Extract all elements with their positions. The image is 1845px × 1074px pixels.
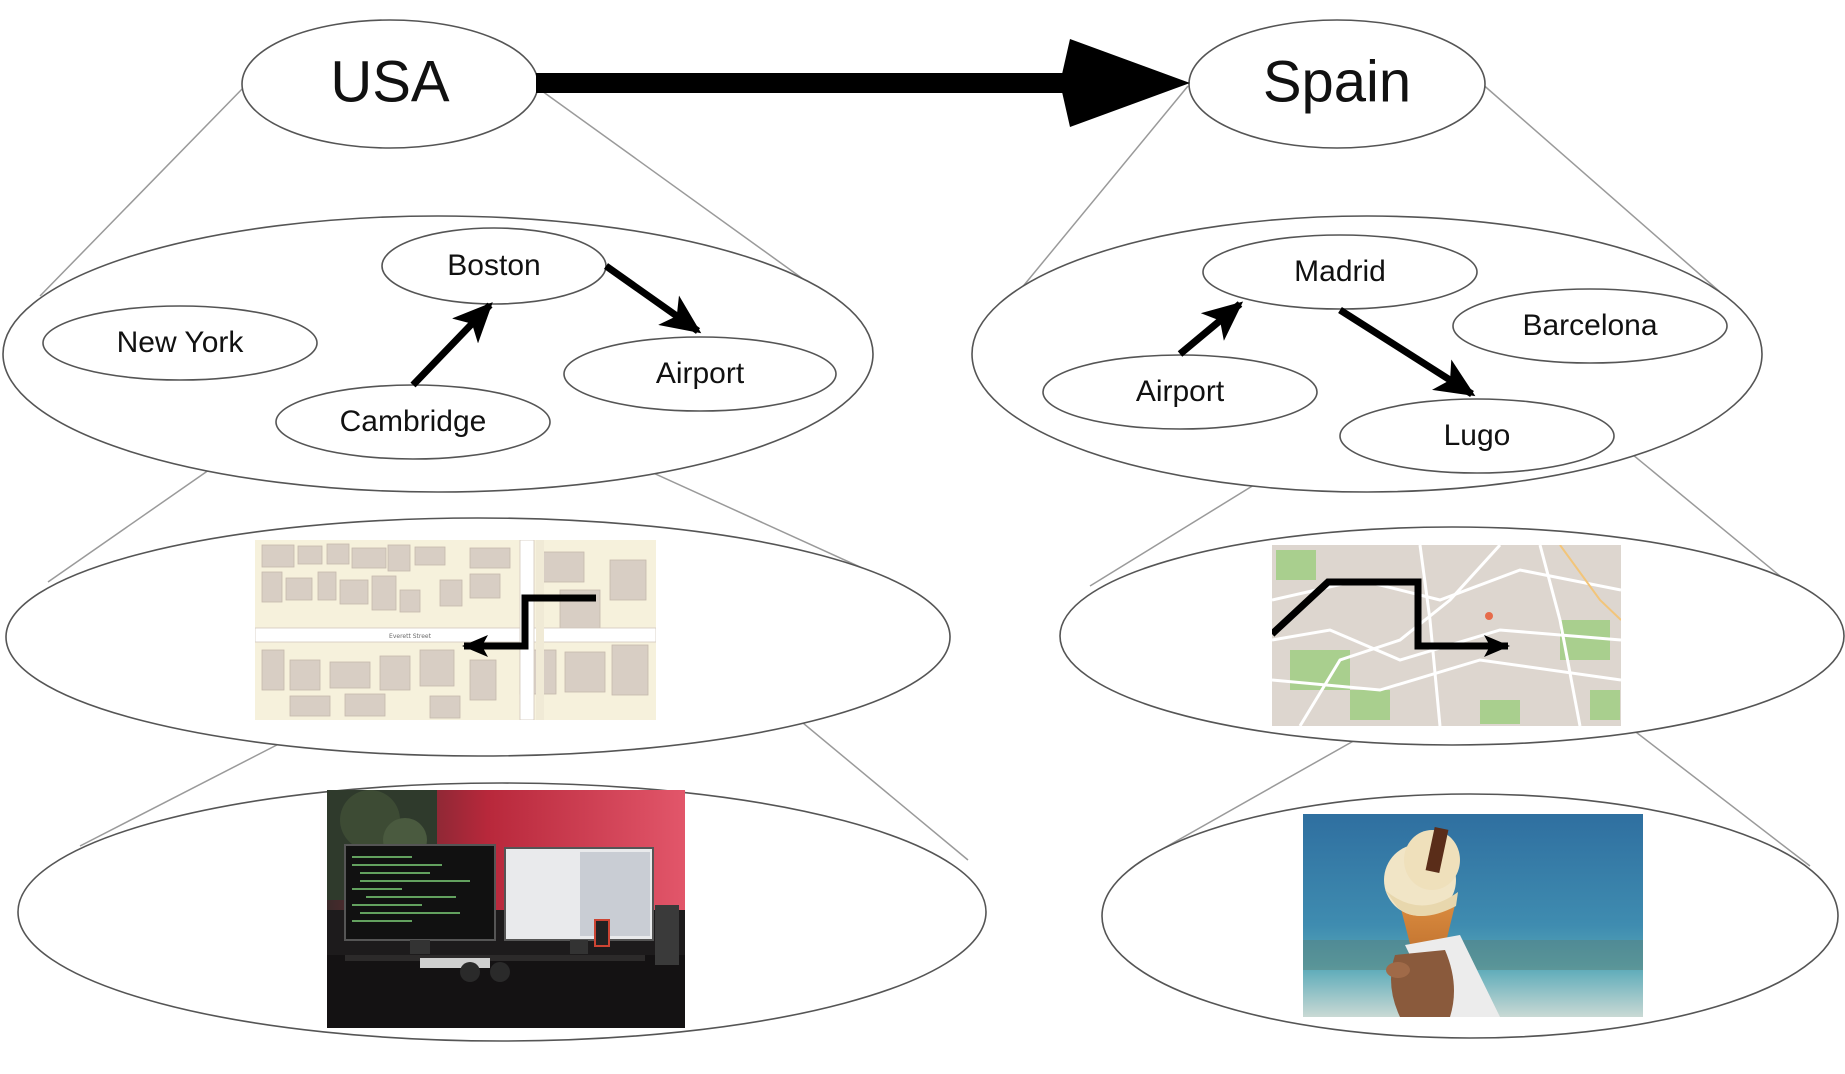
usa-to-spain-arrow — [536, 39, 1190, 127]
proj-lugo-right — [1609, 435, 1798, 591]
cambridge-to-boston-arrow — [410, 302, 493, 388]
desk-monitors-photo — [327, 790, 685, 1028]
spain-airport-label: Airport — [1136, 375, 1225, 408]
usa-airport-node — [563, 336, 837, 412]
barcelona-node — [1452, 288, 1728, 364]
country-level: USA Spain — [241, 19, 1486, 149]
boston-to-airport-arrow — [603, 263, 702, 334]
usa-city-level: New York Boston Airport Cambridge — [2, 215, 874, 493]
new-york-label: New York — [117, 326, 245, 359]
proj-street-right — [1627, 725, 1811, 867]
madrid-to-lugo-arrow — [1338, 307, 1476, 397]
lugo-route-arrow — [1272, 578, 1510, 657]
usa-airport-label: Airport — [656, 357, 745, 390]
city-map-image — [1272, 545, 1621, 726]
ice-cream-cone-photo — [1303, 814, 1643, 1017]
workspace-level — [17, 782, 987, 1042]
everett-street-label: Everett Street — [389, 633, 432, 640]
cambridge-label: Cambridge — [340, 405, 487, 438]
lugo-label: Lugo — [1444, 419, 1511, 452]
spain-node — [1188, 19, 1486, 149]
proj-spain-right — [1479, 81, 1721, 293]
lugo-node — [1339, 398, 1615, 474]
street-map-image: Everett Street — [255, 540, 656, 720]
usa-label: USA — [330, 49, 450, 114]
proj-street-left — [1149, 725, 1381, 857]
cambridge-street-level: Everett Street — [5, 517, 951, 757]
spain-airport-node — [1042, 354, 1318, 430]
proj-usa-right — [534, 85, 811, 285]
airport-to-madrid-arrow — [1177, 301, 1244, 357]
boston-label: Boston — [447, 249, 540, 282]
campus-route-arrow — [462, 594, 596, 657]
proj-spain-left — [1019, 85, 1189, 291]
madrid-label: Madrid — [1294, 255, 1386, 288]
new-york-node — [42, 305, 318, 381]
madrid-node — [1202, 234, 1478, 310]
ice-cream-level — [1101, 793, 1839, 1039]
proj-usa-left — [39, 85, 246, 297]
spain-city-level: Madrid Barcelona Airport Lugo — [971, 215, 1763, 493]
spain-label: Spain — [1263, 49, 1411, 114]
lugo-street-level — [1059, 526, 1845, 746]
barcelona-label: Barcelona — [1522, 309, 1657, 342]
